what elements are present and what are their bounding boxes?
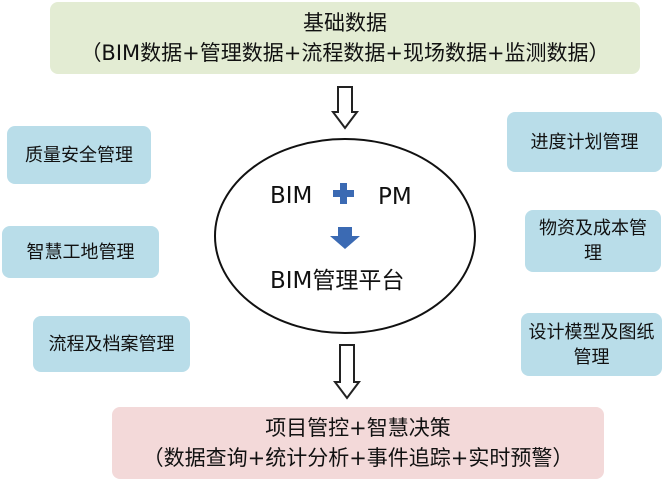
plus-icon [333,183,354,204]
down-arrow-top-icon [331,86,359,130]
decision-title: 项目管控+智慧决策 [265,416,451,440]
design-model-box: 设计模型及图纸管理 [521,313,662,376]
base-data-box: 基础数据 （BIM数据+管理数据+流程数据+现场数据+监测数据） [50,2,640,74]
pm-label: PM [378,184,412,210]
design-model-label: 设计模型及图纸管理 [528,321,655,368]
smart-site-label: 智慧工地管理 [26,241,135,263]
schedule-plan-label: 进度计划管理 [530,131,639,153]
base-data-title: 基础数据 [303,11,387,35]
quality-safety-box: 质量安全管理 [7,126,151,184]
platform-label: BIM管理平台 [270,268,405,294]
decision-subtitle: （数据查询+统计分析+事件追踪+实时预警） [142,446,574,470]
bim-label: BIM [270,183,313,209]
material-cost-box: 物资及成本管理 [525,210,661,272]
process-archive-box: 流程及档案管理 [33,316,190,372]
process-archive-label: 流程及档案管理 [48,333,175,355]
schedule-plan-box: 进度计划管理 [507,112,662,172]
down-arrow-bottom-icon [333,344,361,400]
decision-box: 项目管控+智慧决策 （数据查询+统计分析+事件追踪+实时预警） [112,407,604,479]
smart-site-box: 智慧工地管理 [2,226,159,278]
quality-safety-label: 质量安全管理 [25,144,133,166]
material-cost-label: 物资及成本管理 [539,218,647,264]
blue-down-arrow-icon [330,227,360,249]
base-data-subtitle: （BIM数据+管理数据+流程数据+现场数据+监测数据） [80,41,610,65]
